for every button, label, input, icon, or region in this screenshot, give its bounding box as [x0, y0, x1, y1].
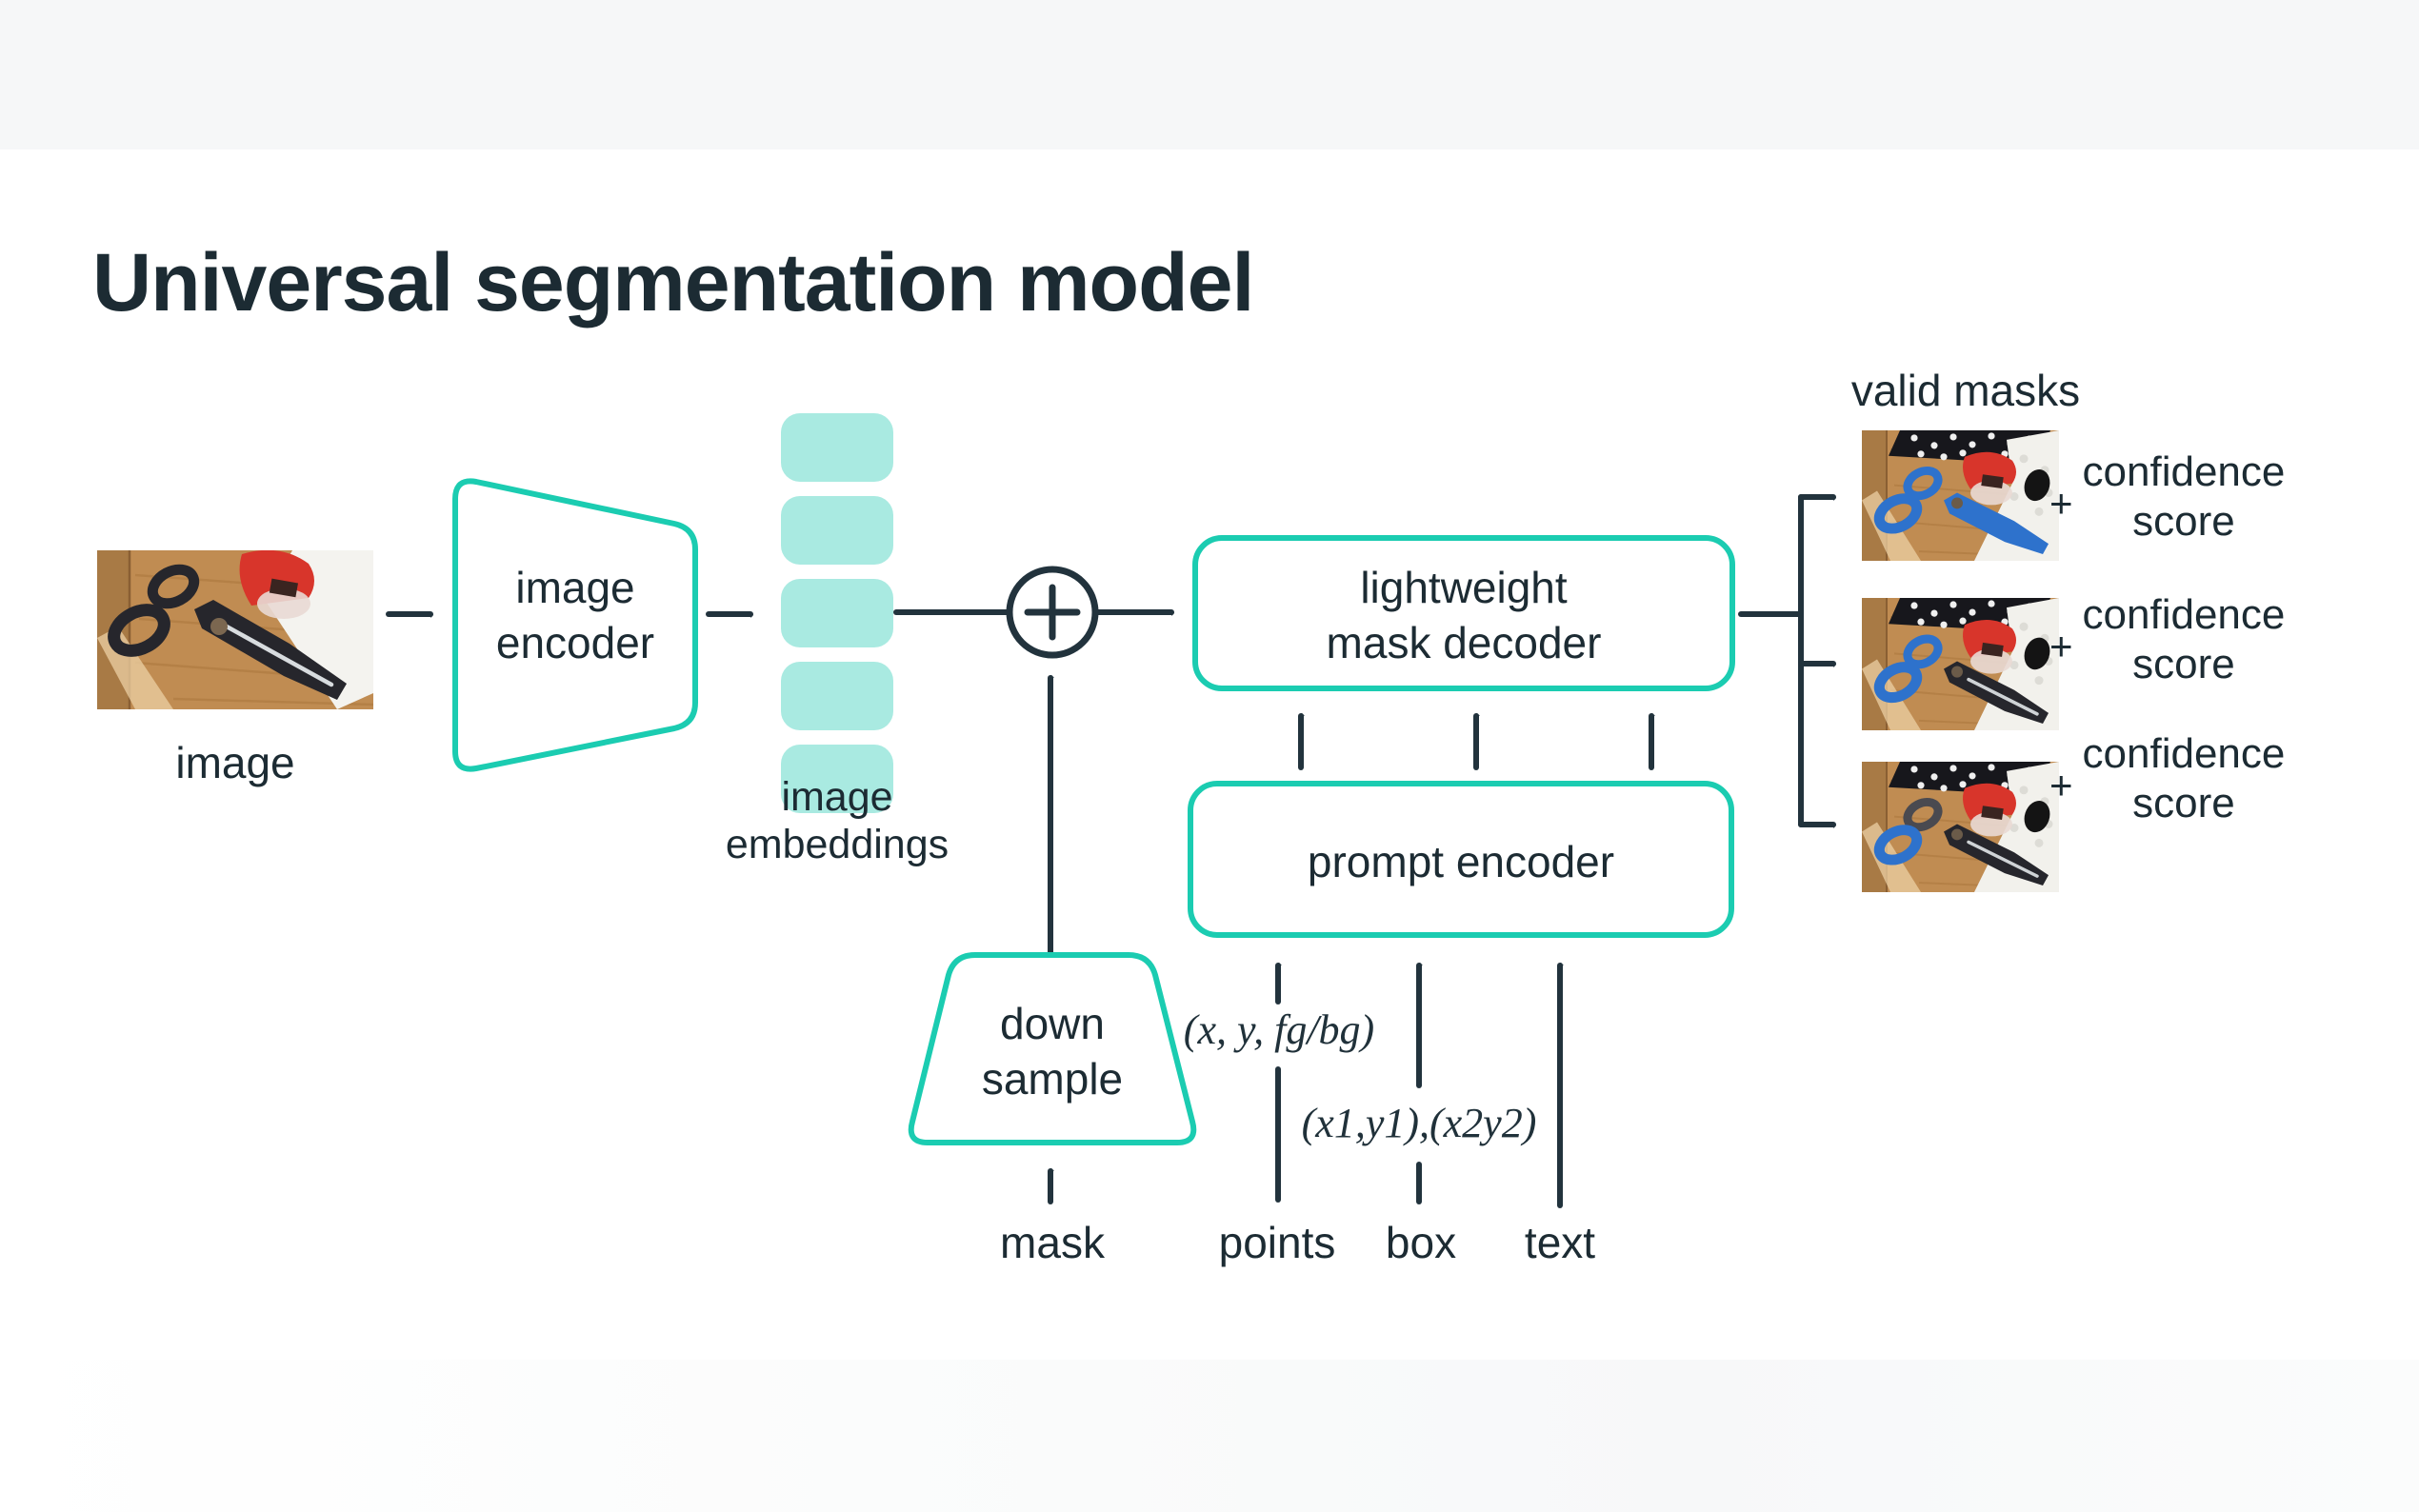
text-input-label: text — [1524, 1218, 1596, 1267]
downsample-shape — [908, 952, 1197, 1145]
image-encoder-shape — [452, 478, 698, 772]
sum-node-icon — [1006, 566, 1099, 659]
plus-sign: + — [2049, 763, 2073, 807]
valid-masks-heading: valid masks — [1850, 366, 2081, 415]
box-coords-annotation: (x1,y1),(x2y2) — [1301, 1100, 1537, 1146]
input-image-label: image — [175, 738, 295, 787]
mask-input-label: mask — [1000, 1218, 1105, 1267]
input-image — [97, 550, 373, 709]
page-title: Universal segmentation model — [92, 237, 1254, 328]
page-top-band — [0, 0, 2419, 149]
points-coords-annotation: (x, y, fg/bg) — [1183, 1006, 1375, 1053]
points-input-label: points — [1218, 1218, 1336, 1267]
page-bottom-band — [0, 1360, 2419, 1512]
prompt-encoder-label: prompt encoder — [1307, 837, 1615, 886]
valid-mask-image-3 — [1862, 762, 2059, 892]
prompt-encoder-box — [1188, 781, 1734, 938]
plus-sign: + — [2049, 481, 2073, 526]
image-embeddings-blocks — [781, 413, 893, 813]
box-input-label: box — [1385, 1218, 1457, 1267]
plus-sign: + — [2049, 624, 2073, 668]
mask-decoder-box — [1192, 535, 1735, 691]
valid-mask-image-1 — [1862, 430, 2059, 561]
valid-mask-image-2 — [1862, 598, 2059, 730]
